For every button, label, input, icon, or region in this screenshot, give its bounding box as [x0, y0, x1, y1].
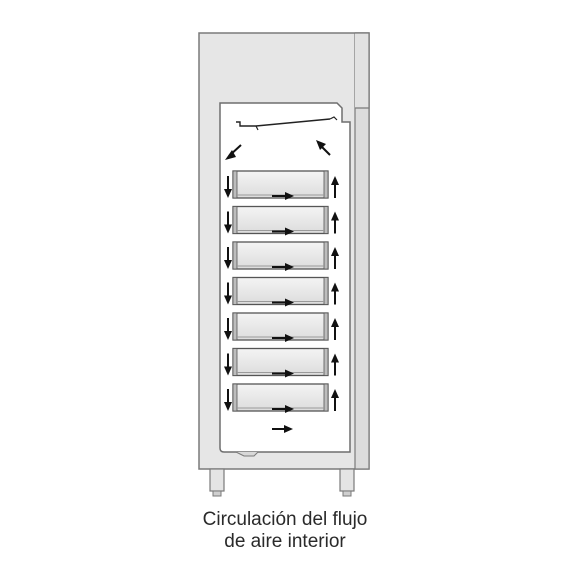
arrow-right-icon	[272, 298, 294, 307]
tray	[232, 205, 329, 235]
caption-line-2: de aire interior	[224, 531, 346, 552]
arrow-up-icon	[331, 176, 339, 198]
tray	[232, 170, 329, 199]
arrow-right-icon	[272, 425, 293, 433]
arrow-down-icon	[224, 353, 232, 376]
tray	[232, 347, 329, 377]
arrow-down-icon	[224, 211, 232, 234]
arrow-right-icon	[272, 263, 294, 271]
arrow-right-icon	[272, 369, 294, 378]
tray	[232, 276, 329, 306]
arrow-diagonal-icon	[316, 140, 331, 156]
arrow-down-icon	[224, 176, 232, 198]
arrow-up-icon	[331, 318, 339, 340]
arrow-down-icon	[224, 247, 232, 269]
tray	[232, 241, 329, 270]
arrow-right-icon	[272, 192, 294, 200]
arrow-down-icon	[224, 318, 232, 340]
arrow-up-icon	[331, 353, 339, 376]
base-detail	[235, 451, 259, 457]
arrow-up-icon	[331, 247, 339, 269]
air-deflector	[236, 116, 338, 131]
tray	[232, 383, 329, 412]
tray-stack	[224, 170, 339, 413]
cabinet-leg-left	[209, 468, 225, 497]
arrow-up-icon	[331, 211, 339, 234]
arrow-diagonal-icon	[225, 144, 242, 160]
arrow-right-icon	[272, 334, 294, 342]
arrow-down-icon	[224, 389, 232, 411]
arrow-down-icon	[224, 282, 232, 305]
arrow-right-icon	[272, 227, 294, 236]
caption-line-1: Circulación del flujo	[202, 509, 368, 530]
arrow-up-icon	[331, 389, 339, 411]
top-header-panel	[355, 32, 370, 109]
cabinet-leg-right	[339, 468, 355, 497]
tray	[232, 312, 329, 341]
arrow-up-icon	[331, 282, 339, 305]
arrow-right-icon	[272, 405, 294, 413]
